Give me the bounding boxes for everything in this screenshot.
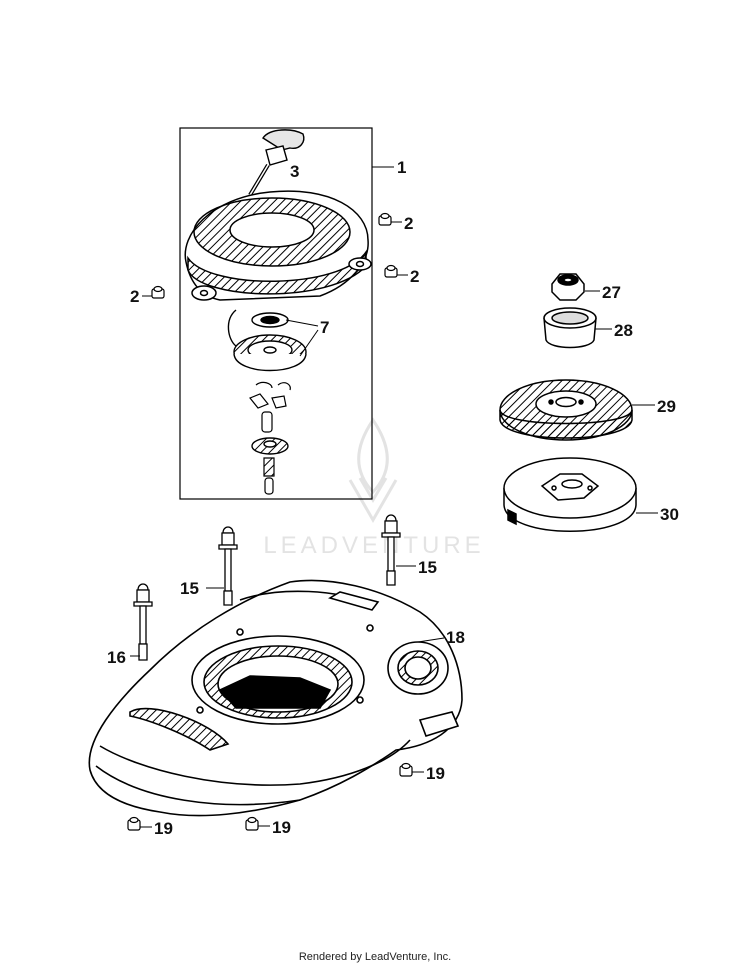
callout-28[interactable]: 28 bbox=[614, 321, 633, 340]
callout-15-left[interactable]: 15 bbox=[180, 579, 199, 598]
callout-27[interactable]: 27 bbox=[602, 283, 621, 302]
part-bolt-15-right[interactable] bbox=[382, 515, 400, 585]
callout-19-left[interactable]: 19 bbox=[154, 819, 173, 838]
callout-2-top[interactable]: 2 bbox=[404, 214, 413, 233]
callout-7[interactable]: 7 bbox=[320, 318, 329, 337]
part-ratchet-cam[interactable] bbox=[252, 438, 288, 454]
part-nut-2-left[interactable] bbox=[152, 287, 164, 299]
part-flywheel-nut[interactable] bbox=[552, 274, 584, 300]
part-starter-cup[interactable] bbox=[544, 308, 596, 348]
callout-3[interactable]: 3 bbox=[290, 162, 299, 181]
recoil-assembly-box bbox=[179, 127, 373, 500]
part-nut-2-right[interactable] bbox=[385, 266, 397, 278]
footer-credit: Rendered by LeadVenture, Inc. bbox=[298, 951, 452, 963]
part-nut-19-left[interactable] bbox=[128, 818, 140, 831]
callout-15-right[interactable]: 15 bbox=[418, 558, 437, 577]
leader-7b bbox=[299, 329, 319, 357]
part-nut-19-right[interactable] bbox=[400, 764, 412, 777]
part-nut-2-top[interactable] bbox=[379, 214, 391, 226]
part-nut-19-center[interactable] bbox=[246, 818, 258, 831]
callout-18[interactable]: 18 bbox=[446, 628, 465, 647]
part-starter-handle[interactable] bbox=[250, 130, 304, 195]
callout-2-left[interactable]: 2 bbox=[130, 287, 139, 306]
part-recoil-housing[interactable] bbox=[185, 191, 371, 300]
flame-logo-icon bbox=[348, 417, 398, 524]
part-bolt-16[interactable] bbox=[134, 584, 152, 660]
callout-19-center[interactable]: 19 bbox=[272, 818, 291, 837]
callout-19-right[interactable]: 19 bbox=[426, 764, 445, 783]
part-blower-housing[interactable] bbox=[89, 580, 462, 815]
part-bolt-15-left[interactable] bbox=[219, 527, 237, 605]
callout-16[interactable]: 16 bbox=[107, 648, 126, 667]
callout-30[interactable]: 30 bbox=[660, 505, 679, 524]
part-ratchet-pawls[interactable] bbox=[250, 382, 290, 432]
callout-29[interactable]: 29 bbox=[657, 397, 676, 416]
part-spring-and-pin[interactable] bbox=[264, 458, 274, 494]
callout-1[interactable]: 1 bbox=[397, 158, 406, 177]
part-flywheel-fan[interactable] bbox=[500, 380, 632, 440]
leader-18 bbox=[417, 637, 445, 643]
part-flywheel[interactable] bbox=[504, 458, 636, 531]
part-recoil-pulley[interactable] bbox=[228, 310, 306, 371]
watermark: LEADVENTURE bbox=[263, 417, 484, 559]
callout-2-right[interactable]: 2 bbox=[410, 267, 419, 286]
leader-7a bbox=[285, 319, 319, 327]
watermark-text: LEADVENTURE bbox=[263, 532, 484, 559]
